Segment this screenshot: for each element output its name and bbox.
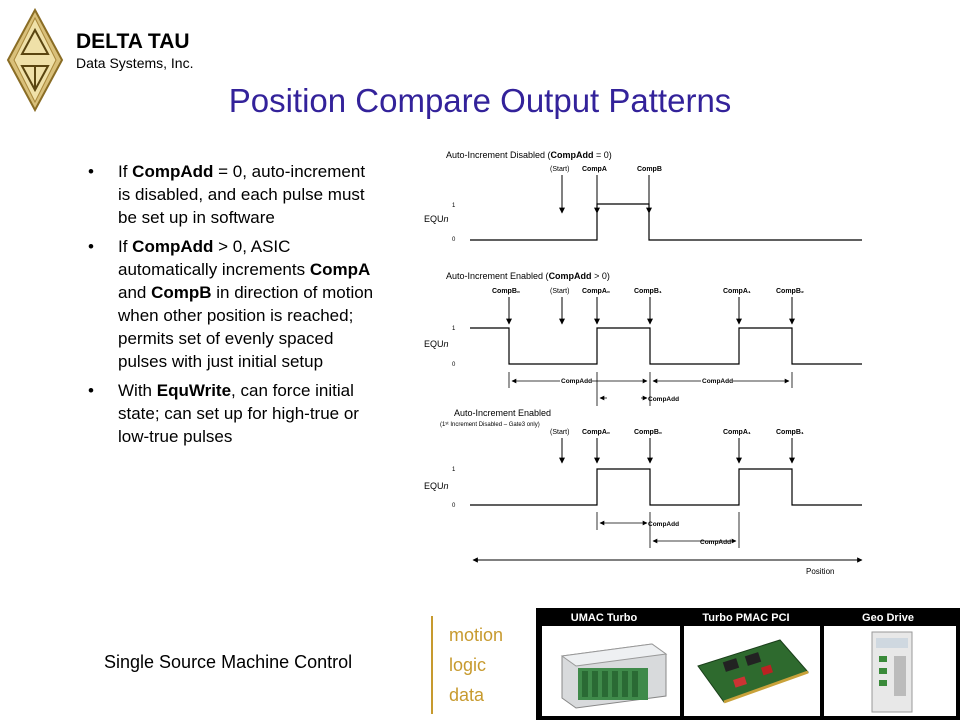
d3-compa1-label: CompA₁: [723, 429, 751, 436]
compare-pattern-diagram: Auto-Increment Disabled (CompAdd = 0) (S…: [424, 150, 863, 576]
d2-title: Auto-Increment Enabled (CompAdd > 0): [446, 271, 610, 281]
footer-word-motion: motion: [449, 625, 504, 645]
brand: DELTA TAU Data Systems, Inc.: [76, 30, 193, 72]
d2-label-bg-3: [607, 393, 641, 402]
bullet-item: If CompAdd = 0, auto-increment is disabl…: [88, 160, 378, 229]
d2-start-label: (Start): [550, 288, 569, 295]
footer-divider: [431, 616, 433, 714]
d3-equ-label: EQUn: [424, 481, 449, 491]
geo-drive-image: [824, 626, 956, 716]
footer-word-data: data: [449, 685, 485, 705]
d2-waveform: [470, 327, 862, 365]
d2-compb0-label: CompB₀: [492, 288, 520, 295]
bullet-keyword: CompAdd: [132, 237, 214, 256]
d3-compb1-label: CompB₁: [776, 429, 804, 436]
bullet-text: If: [118, 237, 133, 256]
d3-compb0-label: CompB₀: [634, 429, 662, 436]
footer-words: motion logic data: [449, 620, 503, 710]
product-label-geo: Geo Drive: [862, 612, 914, 624]
d3-subtitle: (1ˢᵗ Increment Disabled – Gate3 only): [440, 421, 540, 428]
bullet-text: and: [118, 283, 152, 302]
bullet-keyword: EquWrite: [156, 381, 232, 400]
bullet-text: If: [118, 162, 133, 181]
d1-compa-label: CompA: [582, 166, 607, 173]
d1-level-high: 1: [452, 203, 456, 209]
d2-compadd-label-2: CompAdd: [702, 378, 733, 385]
bullet-item: With EquWrite, can force initial state; …: [88, 379, 378, 448]
product-label-pmac: Turbo PMAC PCI: [702, 612, 790, 624]
footer-tagline: Single Source Machine Control: [104, 652, 353, 672]
d1-compb-label: CompB: [637, 166, 662, 173]
d1-waveform: [470, 203, 862, 241]
brand-subtitle: Data Systems, Inc.: [76, 55, 194, 71]
brand-name: DELTA TAU: [76, 30, 190, 53]
d2-label-bg-1: [560, 376, 592, 385]
d1-start-label: (Start): [550, 166, 569, 173]
d3-compa0-label: CompA₀: [582, 429, 610, 436]
d2-label-bg-2: [701, 376, 733, 385]
d3-level-high: 1: [452, 467, 456, 473]
bullet-text: With: [118, 381, 157, 400]
turbo-pmac-pci-image: [684, 626, 820, 716]
d1-equ-label: EQUn: [424, 214, 449, 224]
d2-compa0-label: CompA₀: [582, 288, 610, 295]
product-strip: UMAC Turbo Turbo PMAC PCI Geo Drive: [536, 608, 960, 720]
bullet-text: > 0, ASIC automatically increments: [118, 237, 310, 279]
product-label-umac: UMAC Turbo: [570, 612, 638, 624]
bullet-text: in direction of motion when other positi…: [118, 283, 374, 371]
d2-equ-label: EQUn: [424, 339, 449, 349]
d3-waveform: [470, 468, 862, 506]
d1-level-low: 0: [452, 237, 456, 243]
bullet-keyword: CompB: [151, 283, 212, 302]
d3-compadd-label-2: CompAdd: [700, 539, 731, 546]
d3-compadd-label-1: CompAdd: [648, 521, 679, 528]
d2-compadd-label-1: CompAdd: [561, 378, 592, 385]
d2-compb1-label: CompB₁: [634, 288, 662, 295]
d2-compa1-label: CompA₁: [723, 288, 751, 295]
page-title: Position Compare Output Patterns: [228, 82, 732, 119]
footer-word-logic: logic: [449, 655, 487, 675]
delta-tau-logo: [6, 8, 64, 112]
d3-title: Auto-Increment Enabled: [454, 408, 551, 418]
umac-turbo-image: [542, 626, 680, 716]
d2-level-high: 1: [452, 326, 456, 332]
d2-compadd-label-3: CompAdd: [648, 396, 679, 403]
bullet-keyword: CompA: [309, 260, 371, 279]
d2-level-low: 0: [452, 362, 456, 368]
bullet-keyword: CompAdd: [132, 162, 214, 181]
bullet-text: = 0, auto-increment is disabled, and eac…: [118, 162, 366, 227]
d3-level-low: 0: [452, 503, 456, 509]
bullet-list: If CompAdd = 0, auto-increment is disabl…: [88, 160, 378, 454]
bullet-item: If CompAdd > 0, ASIC automatically incre…: [88, 235, 378, 373]
d3-start-label: (Start): [550, 429, 569, 436]
d2-compb2-label: CompB₂: [776, 288, 804, 295]
bullet-text: , can force initial state; can set up fo…: [118, 381, 359, 446]
d1-title: Auto-Increment Disabled (CompAdd = 0): [446, 150, 612, 160]
position-label: Position: [806, 567, 834, 576]
